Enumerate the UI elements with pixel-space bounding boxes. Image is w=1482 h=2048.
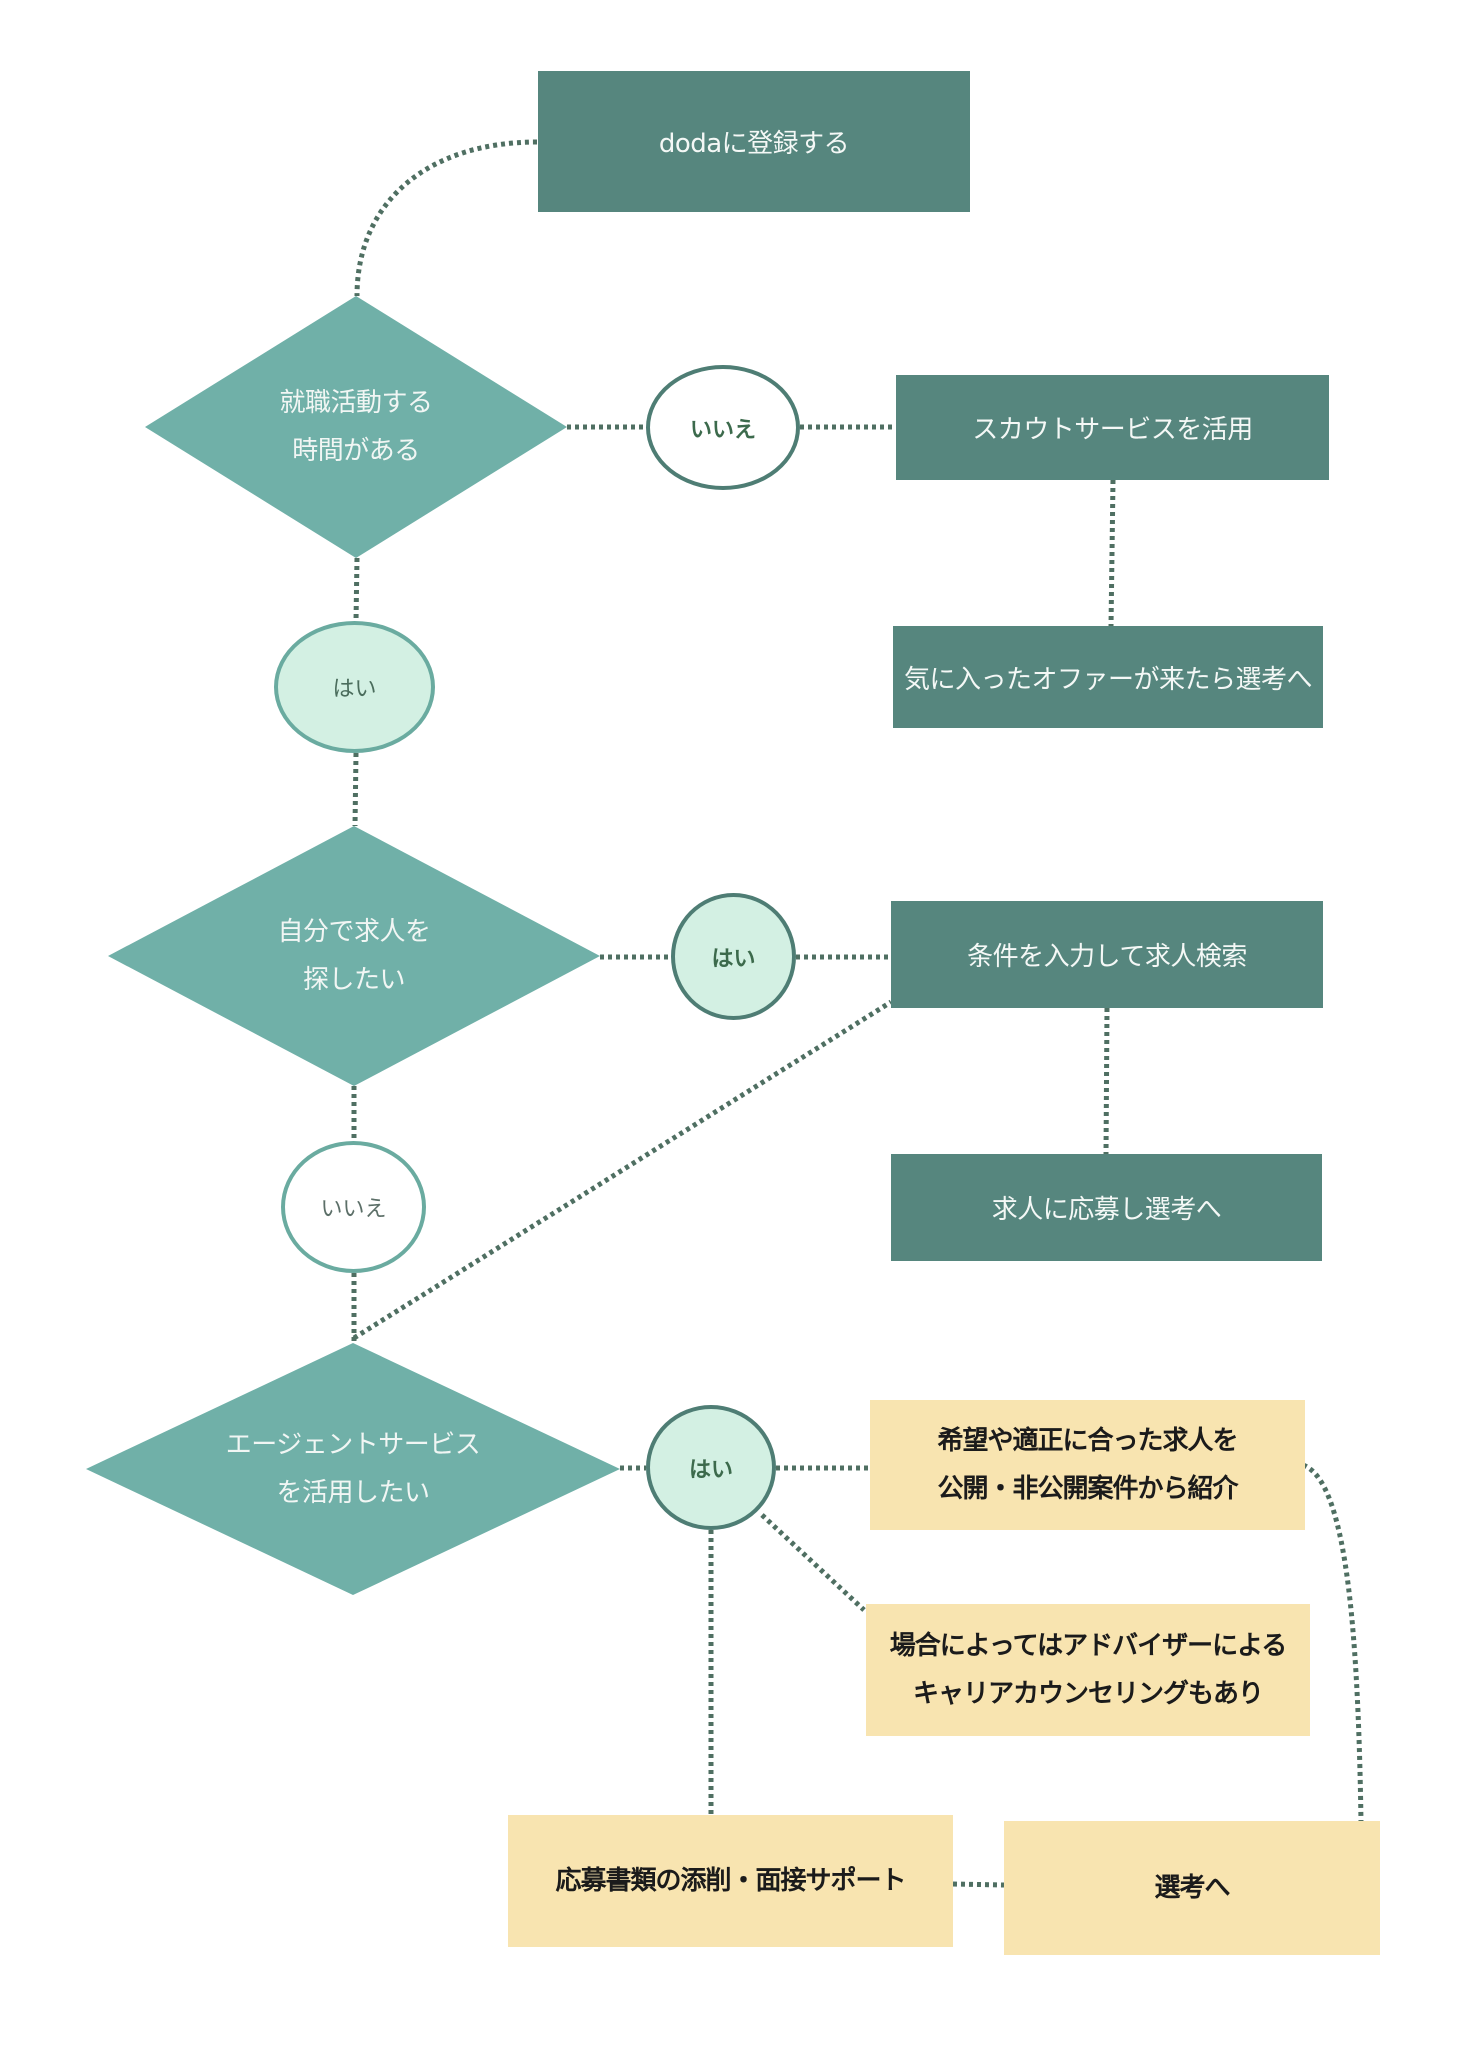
connector-start-to-decision1 bbox=[354, 139, 538, 297]
decision-line2: を活用したい bbox=[276, 1478, 430, 1508]
search-jobs-box: 条件を入力して求人検索 bbox=[891, 901, 1323, 1008]
answer-label: はい bbox=[688, 1457, 733, 1483]
connector-intro-to-final bbox=[1301, 1462, 1364, 1823]
connector-support-to-final bbox=[952, 1881, 1005, 1888]
connector-scout-to-offer bbox=[1108, 479, 1116, 627]
diamond-shape bbox=[86, 1343, 620, 1595]
decision-search-yourself: 自分で求人を 探したい bbox=[108, 826, 600, 1086]
counsel-line2: キャリアカウンセリングもあり bbox=[912, 1679, 1264, 1709]
offer-label: 気に入ったオファーが来たら選考へ bbox=[903, 664, 1313, 695]
connector-search-to-apply bbox=[1103, 1007, 1110, 1155]
answer-yes-bubble: はい bbox=[274, 621, 435, 753]
answer-label: いいえ bbox=[320, 1197, 387, 1222]
decision-line2: 探したい bbox=[302, 965, 406, 995]
connector-yes-to-counsel bbox=[760, 1513, 866, 1612]
answer-yes-bubble: はい bbox=[671, 893, 796, 1020]
answer-no-bubble: いいえ bbox=[646, 365, 800, 490]
answer-yes-bubble: はい bbox=[646, 1405, 776, 1530]
decision-line1: エージェントサービス bbox=[225, 1430, 481, 1460]
final-selection-box: 選考へ bbox=[1004, 1821, 1380, 1955]
intro-line2: 公開・非公開案件から紹介 bbox=[937, 1474, 1238, 1504]
diamond-shape bbox=[108, 826, 600, 1086]
connector-decision1-to-yes bbox=[353, 557, 360, 622]
answer-no-bubble: いいえ bbox=[281, 1141, 426, 1273]
decision-job-hunt-time: 就職活動する 時間がある bbox=[145, 296, 567, 558]
search-label: 条件を入力して求人検索 bbox=[967, 942, 1247, 972]
counsel-line1: 場合によってはアドバイザーによる bbox=[889, 1631, 1288, 1661]
document-interview-support-box: 応募書類の添削・面接サポート bbox=[508, 1815, 953, 1947]
apply-selection-box: 求人に応募し選考へ bbox=[891, 1154, 1322, 1261]
intro-line1: 希望や適正に合った求人を bbox=[937, 1426, 1238, 1456]
scout-service-box: スカウトサービスを活用 bbox=[896, 375, 1329, 480]
offer-selection-box: 気に入ったオファーが来たら選考へ bbox=[893, 626, 1323, 728]
connector-decision3-to-search-diagonal bbox=[352, 999, 893, 1341]
job-introduction-box: 希望や適正に合った求人を 公開・非公開案件から紹介 bbox=[870, 1400, 1305, 1530]
final-label: 選考へ bbox=[1154, 1873, 1230, 1903]
diamond-shape bbox=[145, 296, 567, 558]
start-label: dodaに登録する bbox=[658, 129, 850, 159]
decision-use-agent: エージェントサービス を活用したい bbox=[86, 1343, 620, 1595]
connector-yes-to-decision2 bbox=[352, 752, 359, 827]
apply-label: 求人に応募し選考へ bbox=[991, 1195, 1222, 1225]
decision-line1: 自分で求人を bbox=[277, 917, 431, 947]
career-counseling-box: 場合によってはアドバイザーによる キャリアカウンセリングもあり bbox=[866, 1604, 1310, 1736]
answer-label: はい bbox=[711, 946, 756, 972]
support-label: 応募書類の添削・面接サポート bbox=[555, 1866, 906, 1896]
decision-line1: 就職活動する bbox=[279, 388, 433, 418]
answer-label: はい bbox=[332, 677, 377, 702]
start-box: dodaに登録する bbox=[538, 71, 970, 212]
decision-line2: 時間がある bbox=[292, 436, 420, 466]
answer-label: いいえ bbox=[689, 417, 756, 443]
scout-label: スカウトサービスを活用 bbox=[972, 415, 1253, 445]
